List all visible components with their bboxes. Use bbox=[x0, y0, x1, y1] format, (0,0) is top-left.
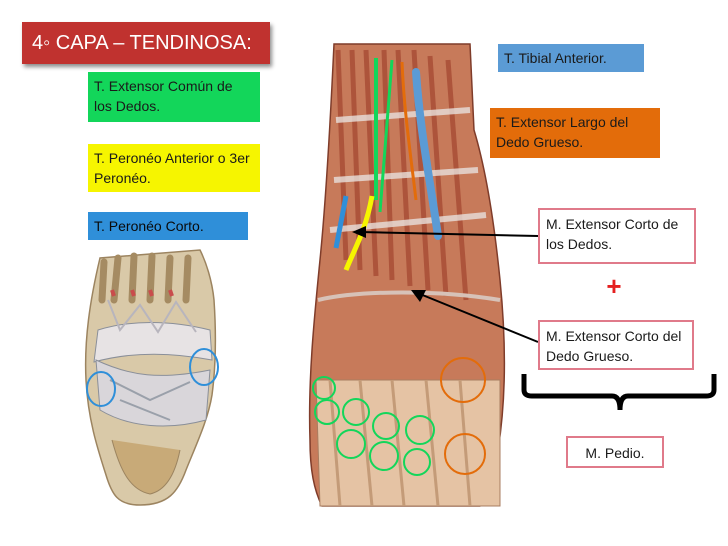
page-title: 4◦ CAPA – TENDINOSA: bbox=[22, 22, 270, 64]
label-extensor-corto-grueso: M. Extensor Corto del Dedo Grueso. bbox=[538, 320, 694, 370]
right-foot-illustration bbox=[308, 43, 506, 507]
label-pedio: M. Pedio. bbox=[566, 436, 664, 468]
label-peroneo-anterior: T. Peronéo Anterior o 3er Peronéo. bbox=[88, 144, 260, 192]
label-peroneo-corto: T. Peronéo Corto. bbox=[88, 212, 248, 240]
label-tibial-anterior: T. Tibial Anterior. bbox=[498, 44, 644, 72]
pointer-arrows bbox=[352, 226, 539, 343]
label-extensor-comun: T. Extensor Común de los Dedos. bbox=[88, 72, 260, 122]
label-extensor-corto-dedos: M. Extensor Corto de los Dedos. bbox=[538, 208, 696, 264]
grouping-brace bbox=[521, 374, 717, 411]
plus-sign: + bbox=[606, 271, 622, 301]
left-foot-illustration bbox=[84, 249, 219, 506]
label-extensor-largo: T. Extensor Largo del Dedo Grueso. bbox=[490, 108, 660, 158]
